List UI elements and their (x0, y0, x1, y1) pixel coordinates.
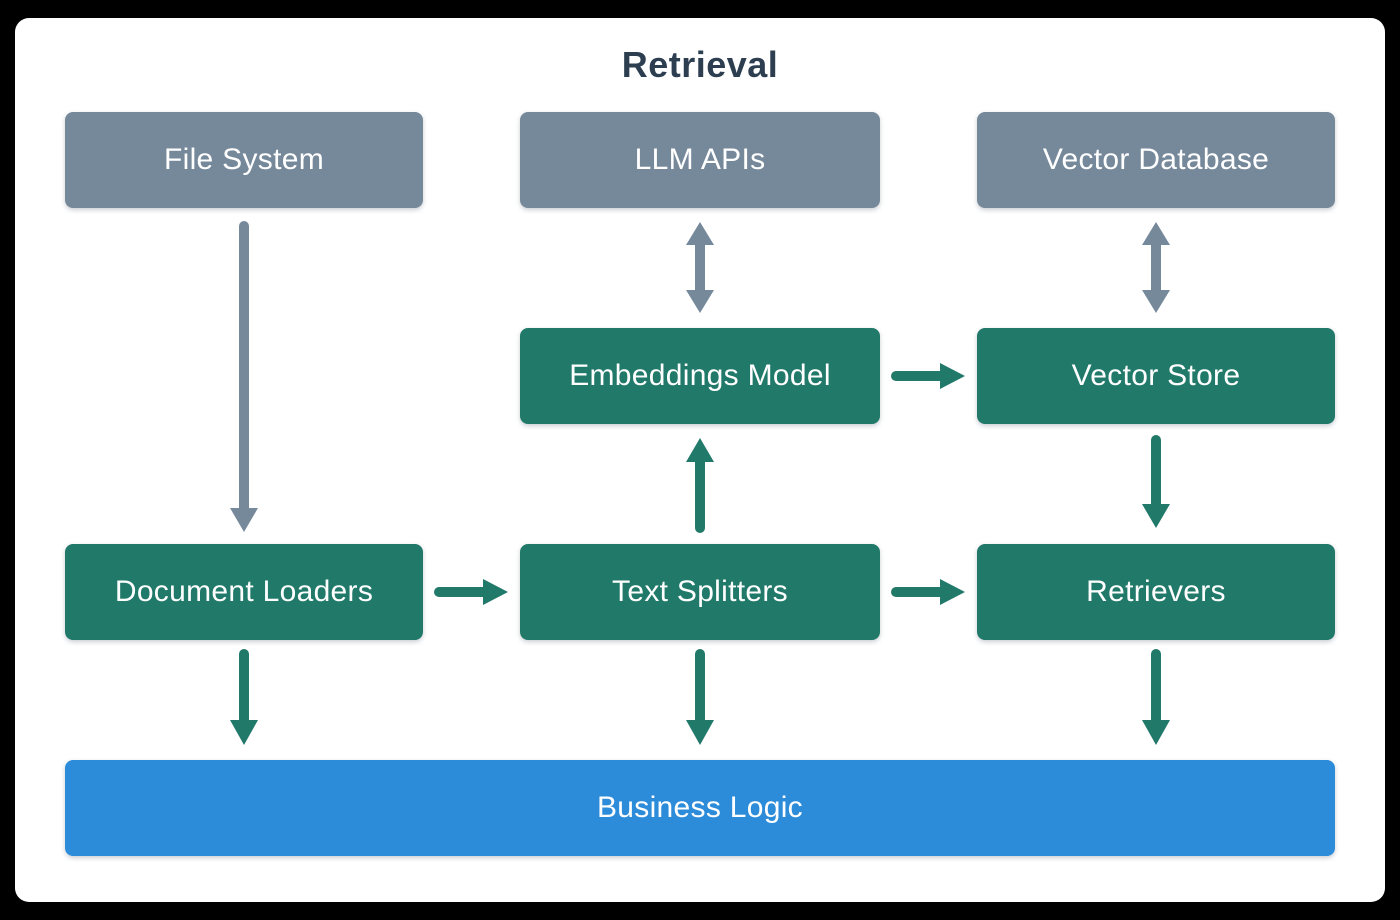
diagram-title: Retrieval (621, 44, 779, 85)
node-document-loaders-label: Document Loaders (114, 575, 374, 608)
node-file-system: File System (65, 112, 423, 208)
node-vector-database-label: Vector Database (1042, 143, 1270, 176)
node-vector-database: Vector Database (977, 112, 1335, 208)
node-file-system-label: File System (164, 143, 324, 176)
node-vector-store: Vector Store (977, 328, 1335, 424)
node-vector-store-label: Vector Store (1071, 359, 1241, 392)
node-retrievers-label: Retrievers (1086, 575, 1226, 608)
node-llm-apis-label: LLM APIs (634, 143, 766, 176)
node-embeddings-model-label: Embeddings Model (569, 359, 831, 392)
node-document-loaders: Document Loaders (65, 544, 423, 640)
node-llm-apis: LLM APIs (520, 112, 880, 208)
node-business-logic: Business Logic (65, 760, 1335, 856)
node-text-splitters-label: Text Splitters (612, 575, 788, 608)
node-embeddings-model: Embeddings Model (520, 328, 880, 424)
node-business-logic-label: Business Logic (597, 791, 803, 824)
node-text-splitters: Text Splitters (520, 544, 880, 640)
node-retrievers: Retrievers (977, 544, 1335, 640)
